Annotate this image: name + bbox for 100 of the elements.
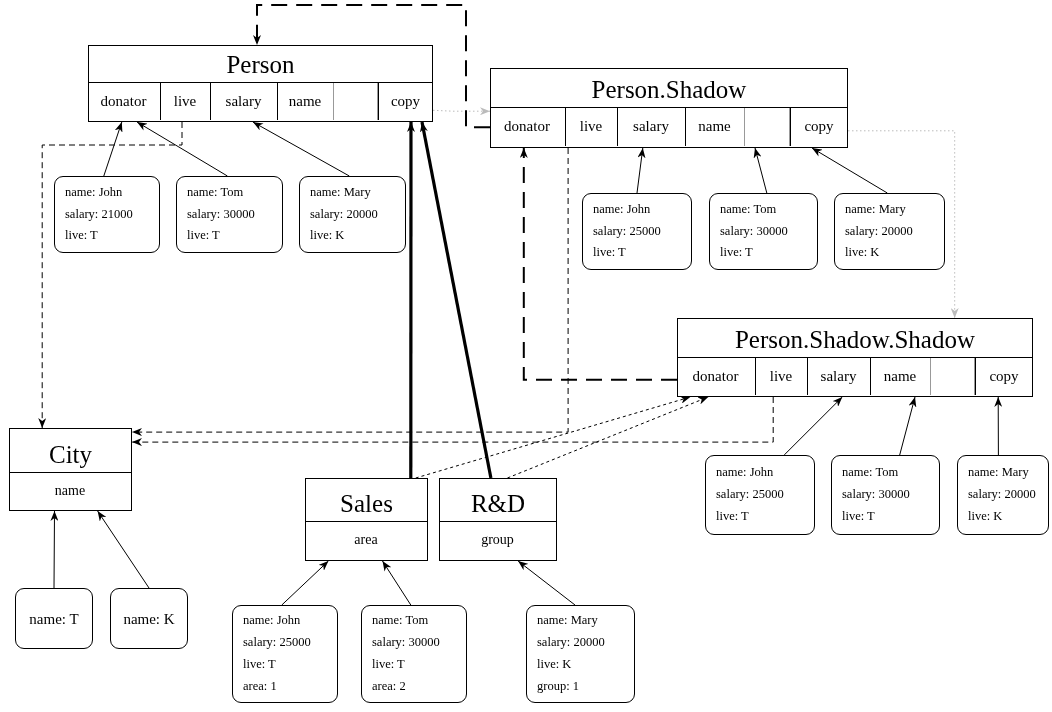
object-box: [110, 588, 188, 649]
arrow: [783, 396, 843, 456]
object-field: live: T: [593, 242, 626, 265]
object-field: group: 1: [537, 675, 579, 698]
arrow: [432, 107, 491, 116]
object-field: salary: 30000: [842, 484, 910, 506]
object-box: [709, 193, 818, 270]
attribute-cell: donator: [489, 107, 565, 146]
object-box: [15, 588, 93, 649]
object-field: name: Tom: [372, 610, 429, 633]
class-box: [439, 478, 557, 561]
object-box: [299, 176, 406, 253]
object-field: salary: 20000: [845, 220, 913, 243]
object-field: name: John: [716, 462, 774, 485]
arrow: [899, 396, 917, 456]
arrow: [38, 121, 183, 429]
arrow: [252, 121, 350, 177]
arrow: [517, 560, 576, 606]
arrow: [636, 147, 646, 194]
arrow: [407, 122, 415, 478]
arrow: [419, 121, 493, 479]
object-field: salary: 30000: [372, 632, 440, 654]
attribute-cell: name: [869, 357, 930, 395]
object-box: [582, 193, 692, 270]
class-name: Person.Shadow.Shadow: [678, 319, 1032, 358]
object-field: salary: 30000: [720, 220, 788, 243]
class-box: [9, 428, 132, 511]
class-box: [677, 318, 1033, 397]
object-field: live: K: [537, 654, 572, 676]
class-name: Person.Shadow: [491, 69, 847, 108]
arrow: [136, 121, 228, 177]
object-field: salary: 20000: [310, 203, 378, 226]
attribute-cell: area: [304, 521, 428, 559]
object-box: [54, 176, 160, 253]
arrow: [415, 396, 691, 479]
attribute-cell: live: [159, 82, 210, 120]
object-box: [834, 193, 945, 270]
object-box: [361, 605, 467, 703]
object-field: live: K: [310, 225, 345, 248]
arrow: [519, 147, 678, 381]
object-box: [705, 455, 815, 535]
attribute-cell: name: [684, 107, 744, 146]
attribute-cell: live: [754, 357, 807, 395]
object-box: [831, 455, 940, 535]
arrow: [50, 510, 59, 589]
arrow: [506, 396, 709, 479]
object-field: name: Mary: [537, 610, 598, 633]
attribute-cell: donator: [676, 357, 755, 395]
attribute-cell: salary: [209, 82, 277, 120]
arrow: [281, 560, 329, 606]
arrow: [131, 396, 774, 447]
empty-slot: [743, 107, 790, 146]
attribute-cell: group: [438, 521, 557, 559]
object-field: salary: 30000: [187, 203, 255, 226]
object-field: name: Tom: [720, 198, 777, 221]
object-field: live: T: [716, 505, 749, 528]
object-field: name: Tom: [842, 462, 899, 485]
object-field: area: 2: [372, 675, 406, 698]
object-field: live: T: [187, 225, 220, 248]
attribute-cell: copy: [789, 107, 848, 146]
object-box: [232, 605, 338, 703]
attribute-cell: donator: [87, 82, 160, 120]
arrow: [811, 147, 888, 194]
object-field: salary: 21000: [65, 203, 133, 226]
object-field: name: T: [29, 609, 79, 628]
class-name: City: [10, 429, 131, 473]
class-name: R&D: [440, 479, 556, 522]
attribute-cell: salary: [616, 107, 685, 146]
object-field: name: Tom: [187, 181, 244, 204]
arrow: [253, 4, 491, 129]
empty-slot: [929, 357, 975, 395]
class-name: Sales: [306, 479, 427, 522]
object-field: live: K: [845, 242, 880, 265]
arrow: [753, 147, 768, 194]
object-field: name: John: [243, 610, 301, 633]
object-field: name: Mary: [845, 198, 906, 221]
empty-slot: [332, 82, 378, 120]
attribute-cell: live: [564, 107, 617, 146]
arrow: [847, 130, 959, 319]
object-field: name: Mary: [310, 181, 371, 204]
attribute-cell: copy: [974, 357, 1033, 395]
arrow: [382, 560, 412, 606]
object-field: area: 1: [243, 675, 277, 698]
class-box: [88, 45, 433, 122]
object-box: [526, 605, 635, 703]
attribute-cell: name: [276, 82, 333, 120]
attribute-cell: copy: [377, 82, 433, 120]
object-field: live: T: [372, 654, 405, 676]
class-box: [490, 68, 848, 148]
object-field: name: Mary: [968, 462, 1029, 485]
object-field: name: John: [593, 198, 651, 221]
object-field: live: T: [243, 654, 276, 676]
object-field: name: K: [123, 609, 175, 628]
object-field: live: K: [968, 505, 1003, 528]
object-field: salary: 25000: [716, 484, 784, 506]
class-box: [305, 478, 428, 561]
class-name: Person: [89, 46, 432, 83]
object-field: salary: 20000: [537, 632, 605, 654]
object-box: [176, 176, 283, 253]
object-field: salary: 25000: [593, 220, 661, 243]
